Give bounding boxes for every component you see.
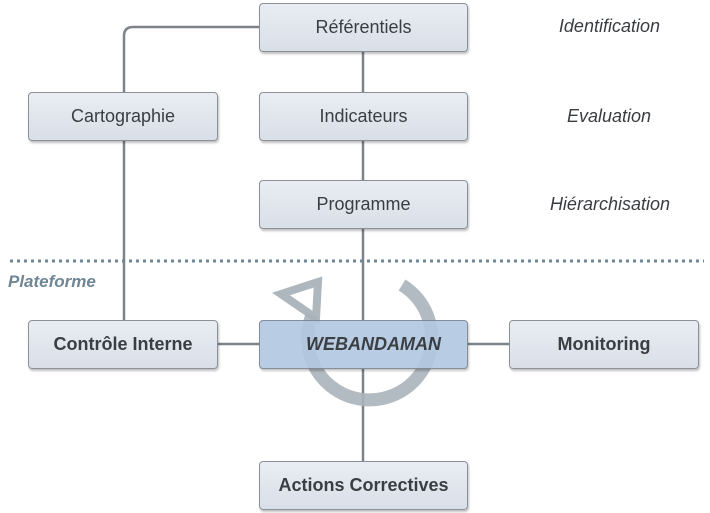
connector-referentiels-cartographie [122,25,259,92]
box-webandaman: WEBANDAMAN [259,320,468,369]
box-cartographie: Cartographie [28,92,218,141]
phase-evaluation: Evaluation [566,106,651,126]
phase-hierarchisation: Hiérarchisation [549,194,670,214]
box-indicateurs: Indicateurs [259,92,468,141]
box-monitoring: Monitoring [509,320,699,369]
box-actions-correctives: Actions Correctives [259,461,468,510]
phase-identification: Identification [558,16,660,36]
box-referentiels: Référentiels [259,3,468,52]
box-controle-interne: Contrôle Interne [28,320,218,369]
box-programme: Programme [259,180,468,229]
platform-label: Plateforme [8,272,96,291]
cycle-arrow-head-icon [272,276,323,326]
